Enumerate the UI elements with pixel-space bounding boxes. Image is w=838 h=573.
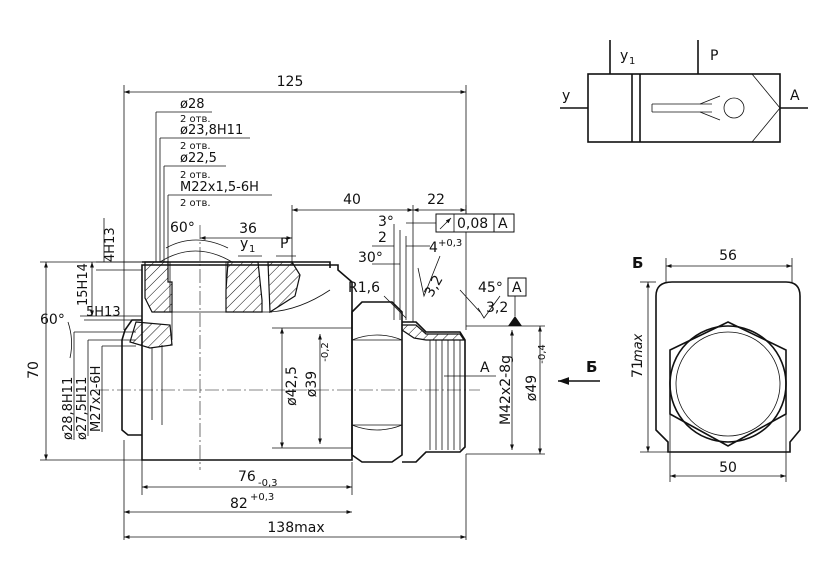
runout-tolerance-frame: 0,08 A bbox=[406, 213, 515, 233]
note-holes-2: 2 отв. bbox=[180, 141, 211, 152]
roughness-3-2-a: 3,2 bbox=[422, 273, 447, 300]
label-port-p: P bbox=[280, 236, 288, 252]
datum-box bbox=[507, 277, 527, 297]
view-b-body bbox=[655, 281, 801, 453]
dim-82-tol: +0,3 bbox=[250, 492, 274, 503]
angle-30: 30° bbox=[358, 250, 383, 266]
bore-callouts: ø28 2 отв. ø23,8Н11 2 отв. ø22,5 2 отв. … bbox=[155, 97, 272, 262]
top-boss bbox=[142, 261, 331, 268]
radius-r1-6: R1,6 bbox=[348, 280, 380, 296]
section-top-middle bbox=[225, 261, 263, 313]
dim-76-tol: -0,3 bbox=[258, 478, 278, 489]
roughness-symbol-2 bbox=[477, 295, 501, 319]
label-port-y1-sub: 1 bbox=[249, 244, 255, 255]
dim-d49-tol: -0,4 bbox=[537, 344, 548, 364]
dim-56: 56 bbox=[719, 248, 737, 264]
dim-d49: ø49 bbox=[524, 375, 540, 401]
roughness-3-2-b: 3,2 bbox=[486, 300, 508, 316]
dim-15h14: 15H14 bbox=[76, 263, 91, 306]
datum-a: A bbox=[512, 280, 522, 296]
note-d28: ø28 bbox=[180, 97, 205, 112]
runout-icon bbox=[439, 217, 452, 230]
dim-2: 2 bbox=[378, 230, 387, 246]
dim-m42: M42x2-8g bbox=[498, 355, 514, 425]
dim-40: 40 bbox=[343, 192, 361, 208]
angle-45: 45° bbox=[478, 280, 503, 296]
dim-4h13: 4H13 bbox=[103, 227, 118, 262]
dim-76: 76 bbox=[238, 469, 256, 485]
hex-nut bbox=[351, 301, 403, 463]
datum-triangle bbox=[508, 316, 522, 326]
angle-60-left: 60° bbox=[40, 312, 65, 328]
dim-d42-5: ø42,5 bbox=[284, 366, 300, 406]
section-top-left bbox=[144, 261, 173, 313]
dim-70: 70 bbox=[26, 361, 42, 379]
threaded-fitting bbox=[402, 321, 466, 463]
dim-125: 125 bbox=[277, 74, 304, 90]
note-holes-3: 2 отв. bbox=[180, 170, 211, 181]
tol-value: 0,08 bbox=[457, 216, 488, 232]
schematic-port-y1: y bbox=[620, 48, 628, 64]
view-b-title: Б bbox=[632, 254, 643, 272]
section-fitting bbox=[401, 324, 466, 341]
view-b-hex bbox=[669, 321, 787, 447]
angle-60-top: 60° bbox=[170, 220, 195, 236]
schematic-port-y1-sub: 1 bbox=[629, 56, 635, 67]
section-top-right bbox=[267, 261, 301, 314]
dim-m27: M27x2-6H bbox=[89, 366, 104, 432]
dim-82: 82 bbox=[230, 496, 248, 512]
roughness-symbol-1 bbox=[417, 255, 441, 298]
hydraulic-schematic: y 1 P y A bbox=[560, 40, 808, 143]
view-b: Б 56 71 max 50 bbox=[630, 248, 801, 482]
main-section-view: 125 ø28 2 отв. ø23,8Н11 2 отв. ø22,5 2 о… bbox=[26, 74, 600, 540]
note-d23-8: ø23,8Н11 bbox=[180, 123, 243, 138]
dim-d27-5: ø27,5H11 bbox=[75, 377, 90, 440]
label-port-y1: y bbox=[240, 236, 248, 252]
tol-datum: A bbox=[498, 216, 508, 232]
dim-d39: ø39 bbox=[304, 371, 320, 397]
note-holes-1: 2 отв. bbox=[180, 114, 211, 125]
section-left-port bbox=[129, 321, 173, 349]
dim-4: 4 bbox=[429, 240, 438, 256]
dim-71: 71 bbox=[630, 360, 646, 378]
dim-d39-tol: -0,2 bbox=[320, 342, 331, 362]
view-arrow-label: Б bbox=[586, 358, 597, 376]
schematic-port-p: P bbox=[710, 48, 718, 64]
schematic-port-a: A bbox=[790, 88, 800, 104]
dim-138: 138max bbox=[267, 520, 324, 536]
note-m22: M22x1,5-6H bbox=[180, 180, 259, 195]
dim-5h13: 5H13 bbox=[86, 305, 121, 320]
dim-22: 22 bbox=[427, 192, 445, 208]
thread-lines bbox=[429, 340, 461, 450]
dim-4-tol: +0,3 bbox=[438, 238, 462, 249]
note-d22-5: ø22,5 bbox=[180, 151, 217, 166]
dim-50: 50 bbox=[719, 460, 737, 476]
schematic-port-y: y bbox=[562, 88, 570, 104]
label-a: A bbox=[480, 360, 490, 376]
note-holes-4: 2 отв. bbox=[180, 198, 211, 209]
dim-36: 36 bbox=[239, 221, 257, 237]
dim-71-suffix: max bbox=[631, 333, 646, 362]
dim-d28-8: ø28,8H11 bbox=[61, 377, 76, 440]
angle-3: 3° bbox=[378, 214, 394, 230]
